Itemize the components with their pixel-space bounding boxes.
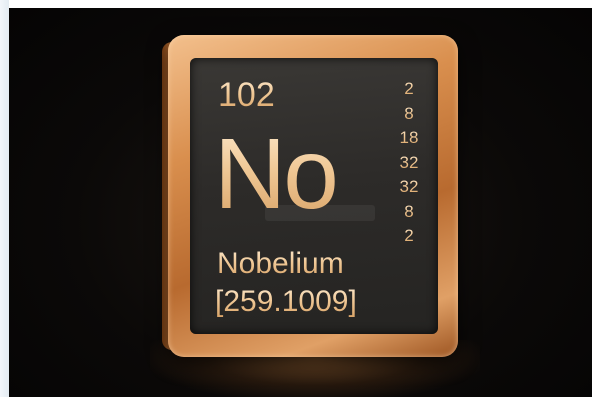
shell-count: 32 xyxy=(394,154,424,171)
shell-1: 2 xyxy=(394,80,424,105)
watermark-smudge xyxy=(265,205,375,221)
shell-7: 2 xyxy=(394,227,424,252)
shell-count: 32 xyxy=(394,178,424,195)
atomic-number: 102 xyxy=(218,76,275,114)
shell-count: 18 xyxy=(394,129,424,146)
shell-5: 32 xyxy=(394,178,424,203)
shell-count: 2 xyxy=(394,227,424,244)
shell-3: 18 xyxy=(394,129,424,154)
atomic-mass: [259.1009] xyxy=(215,285,357,318)
element-name: Nobelium xyxy=(217,247,344,280)
electron-shell-list: 2 8 18 32 32 8 2 xyxy=(394,80,424,252)
shell-4: 32 xyxy=(394,154,424,179)
element-tile-face xyxy=(190,58,438,334)
shell-count: 2 xyxy=(394,80,424,97)
shell-2: 8 xyxy=(394,105,424,130)
shell-6: 8 xyxy=(394,203,424,228)
shell-count: 8 xyxy=(394,203,424,220)
left-edge-strip xyxy=(0,0,9,397)
shell-count: 8 xyxy=(394,105,424,122)
element-symbol: No xyxy=(214,118,339,230)
